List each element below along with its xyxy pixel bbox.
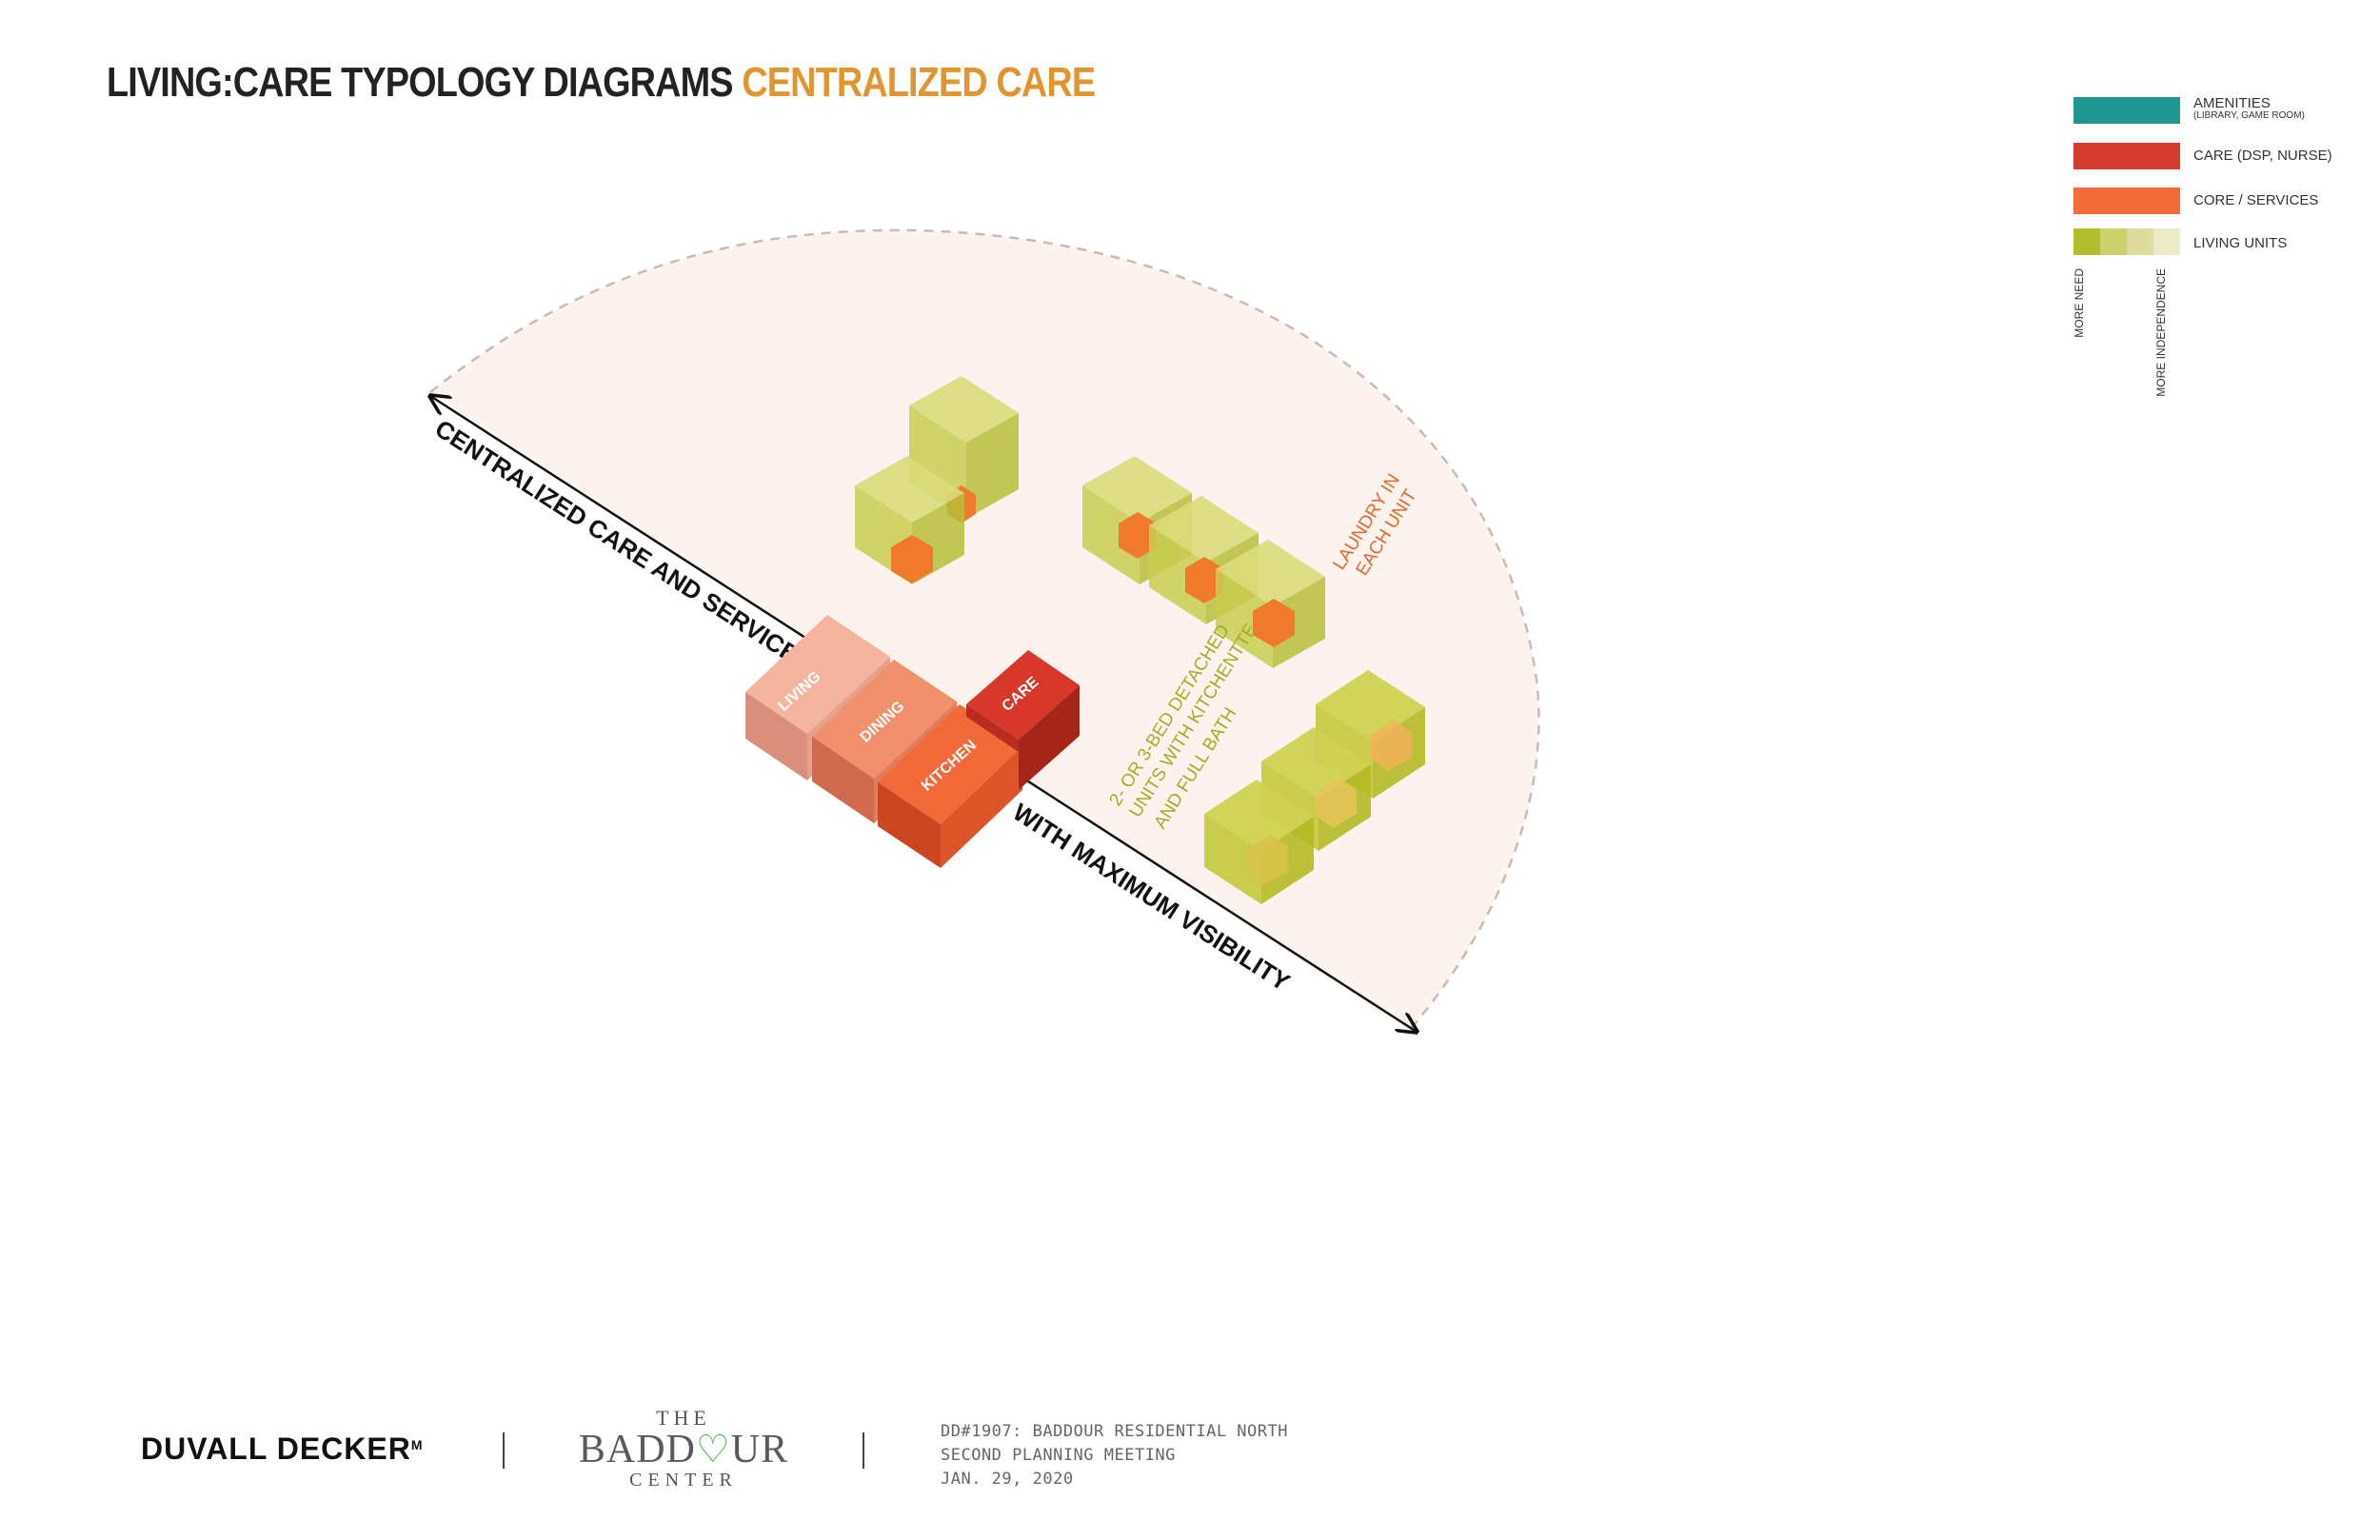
brand-text: DUVALL DECKER <box>141 1431 411 1466</box>
legend-item-living <box>2073 228 2180 255</box>
footer-divider <box>863 1432 864 1469</box>
core-swatch <box>2073 188 2180 214</box>
duvall-decker-logo: DUVALL DECKERM <box>141 1431 424 1467</box>
page-title: LIVING:CARE TYPOLOGY DIAGRAMS CENTRALIZE… <box>107 59 1096 107</box>
meeting-date: JAN. 29, 2020 <box>941 1470 1074 1489</box>
living-unit-box <box>1204 780 1314 904</box>
zone-arc-outline <box>429 228 1540 1032</box>
logo-center: CENTER <box>629 1470 738 1491</box>
living-unit-box <box>1216 540 1325 668</box>
legend-item-amenities <box>2073 97 2180 124</box>
living-unit-box <box>855 456 964 584</box>
care-swatch <box>2073 143 2180 169</box>
heart-icon: ♡ <box>695 1428 731 1471</box>
legend-sublabel-amenities: (LIBRARY, GAME ROOM) <box>2193 110 2305 121</box>
amenities-swatch <box>2073 97 2180 124</box>
legend: AMENITIES (LIBRARY, GAME ROOM) CARE (DSP… <box>2073 95 2359 397</box>
detached-units <box>1204 670 1425 904</box>
brand-mark: M <box>410 1437 424 1452</box>
legend-label-core: CORE / SERVICES <box>2193 192 2319 208</box>
logo-name: BADD♡UR <box>578 1428 789 1471</box>
core-block-kitchen: KITCHEN <box>878 704 1022 868</box>
title-accent: CENTRALIZED CARE <box>742 59 1096 106</box>
living-units-row <box>1082 456 1325 668</box>
legend-label-care: CARE (DSP, NURSE) <box>2193 148 2332 164</box>
legend-item-core <box>2073 188 2180 214</box>
centralized-zone-arc <box>430 229 1539 1031</box>
project-info: DD#1907: BADDOUR RESIDENTIAL NORTH SECON… <box>941 1420 1288 1491</box>
core-block-care: CARE <box>966 650 1080 790</box>
meeting-name: SECOND PLANNING MEETING <box>941 1446 1176 1465</box>
footer-divider <box>503 1432 505 1469</box>
living-gradient-swatch <box>2073 228 2180 255</box>
legend-item-care <box>2073 143 2180 169</box>
logo-the: THE <box>656 1406 711 1430</box>
legend-label-amenities: AMENITIES (LIBRARY, GAME ROOM) <box>2193 95 2305 121</box>
project-id: DD#1907: BADDOUR RESIDENTIAL NORTH <box>941 1422 1288 1441</box>
legend-label-living: LIVING UNITS <box>2193 235 2288 251</box>
baddour-center-logo: THE BADD♡UR CENTER <box>569 1407 798 1494</box>
living-units-pair <box>855 376 1019 584</box>
title-main: LIVING:CARE TYPOLOGY DIAGRAMS <box>107 59 743 106</box>
